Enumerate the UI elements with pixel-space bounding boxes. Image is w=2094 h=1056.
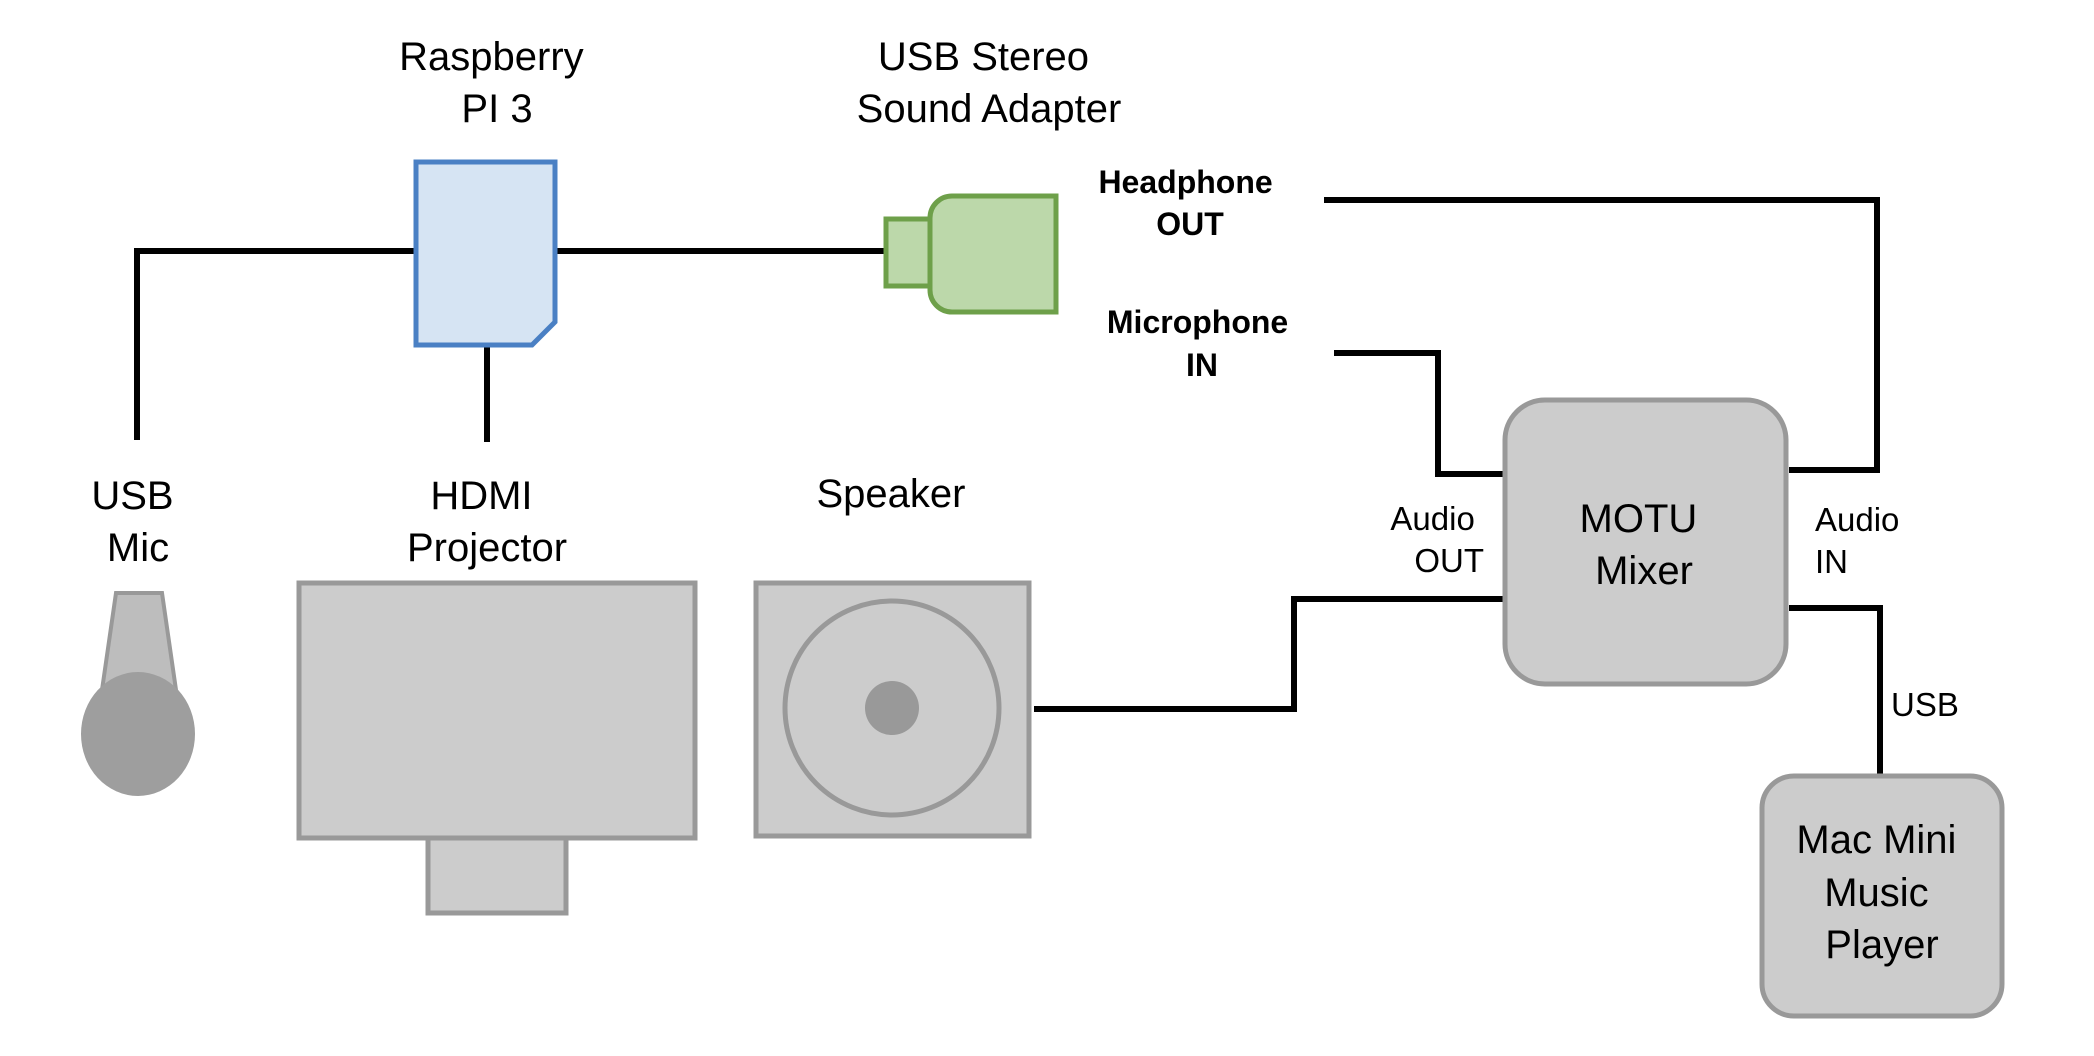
motu-mixer-box — [1502, 397, 1789, 687]
wire-usb-mac-to-mixer — [1789, 605, 1883, 774]
headphone-out-label: Headphone OUT — [1098, 164, 1281, 242]
mac-mini-box — [1759, 773, 2005, 1019]
wire-pi-to-usb-mic — [134, 248, 414, 440]
usb-adapter-plug — [883, 216, 937, 289]
hdmi-projector-label: HDMI Projector — [407, 474, 567, 570]
usb-adapter-body-flat — [990, 196, 1056, 312]
usb-adapter-body-edge — [990, 193, 1059, 315]
motu-mixer: MOTU Mixer Audio OUT Audio IN USB — [1390, 397, 1959, 723]
projector-stand — [425, 832, 569, 916]
wire-headphone-out-to-audio-in — [1324, 197, 1880, 473]
mac-mini-label: Mac Mini Music Player — [1796, 818, 1967, 967]
mac-mini: Mac Mini Music Player — [1759, 773, 2005, 1019]
wire-microphone-in-to-audio-out — [1334, 350, 1505, 477]
audio-out-label: Audio OUT — [1390, 500, 1484, 579]
speaker: Speaker — [753, 472, 1032, 839]
raspberry-pi-body — [413, 159, 558, 348]
usb-mic-label: USB Mic — [91, 474, 184, 570]
audio-in-label: Audio IN — [1815, 501, 1909, 580]
usb-mic: USB Mic — [81, 474, 195, 796]
speaker-center — [865, 681, 919, 735]
raspberry-pi-label: Raspberry PI 3 — [399, 35, 595, 131]
usb-adapter-label: USB Stereo Sound Adapter — [857, 35, 1122, 131]
motu-mixer-label: MOTU Mixer — [1580, 497, 1709, 593]
raspberry-pi: Raspberry PI 3 — [399, 35, 595, 348]
usb-sound-adapter: USB Stereo Sound Adapter — [857, 35, 1122, 315]
wire-speaker-to-audio-out — [1034, 596, 1505, 712]
projector-screen — [296, 580, 698, 841]
usb-mic-head — [81, 672, 195, 796]
microphone-in-label: Microphone IN — [1107, 304, 1297, 383]
hdmi-projector: HDMI Projector — [296, 474, 698, 916]
connection-wires — [134, 197, 1883, 774]
speaker-label: Speaker — [817, 472, 966, 516]
usb-link-label: USB — [1891, 686, 1959, 723]
